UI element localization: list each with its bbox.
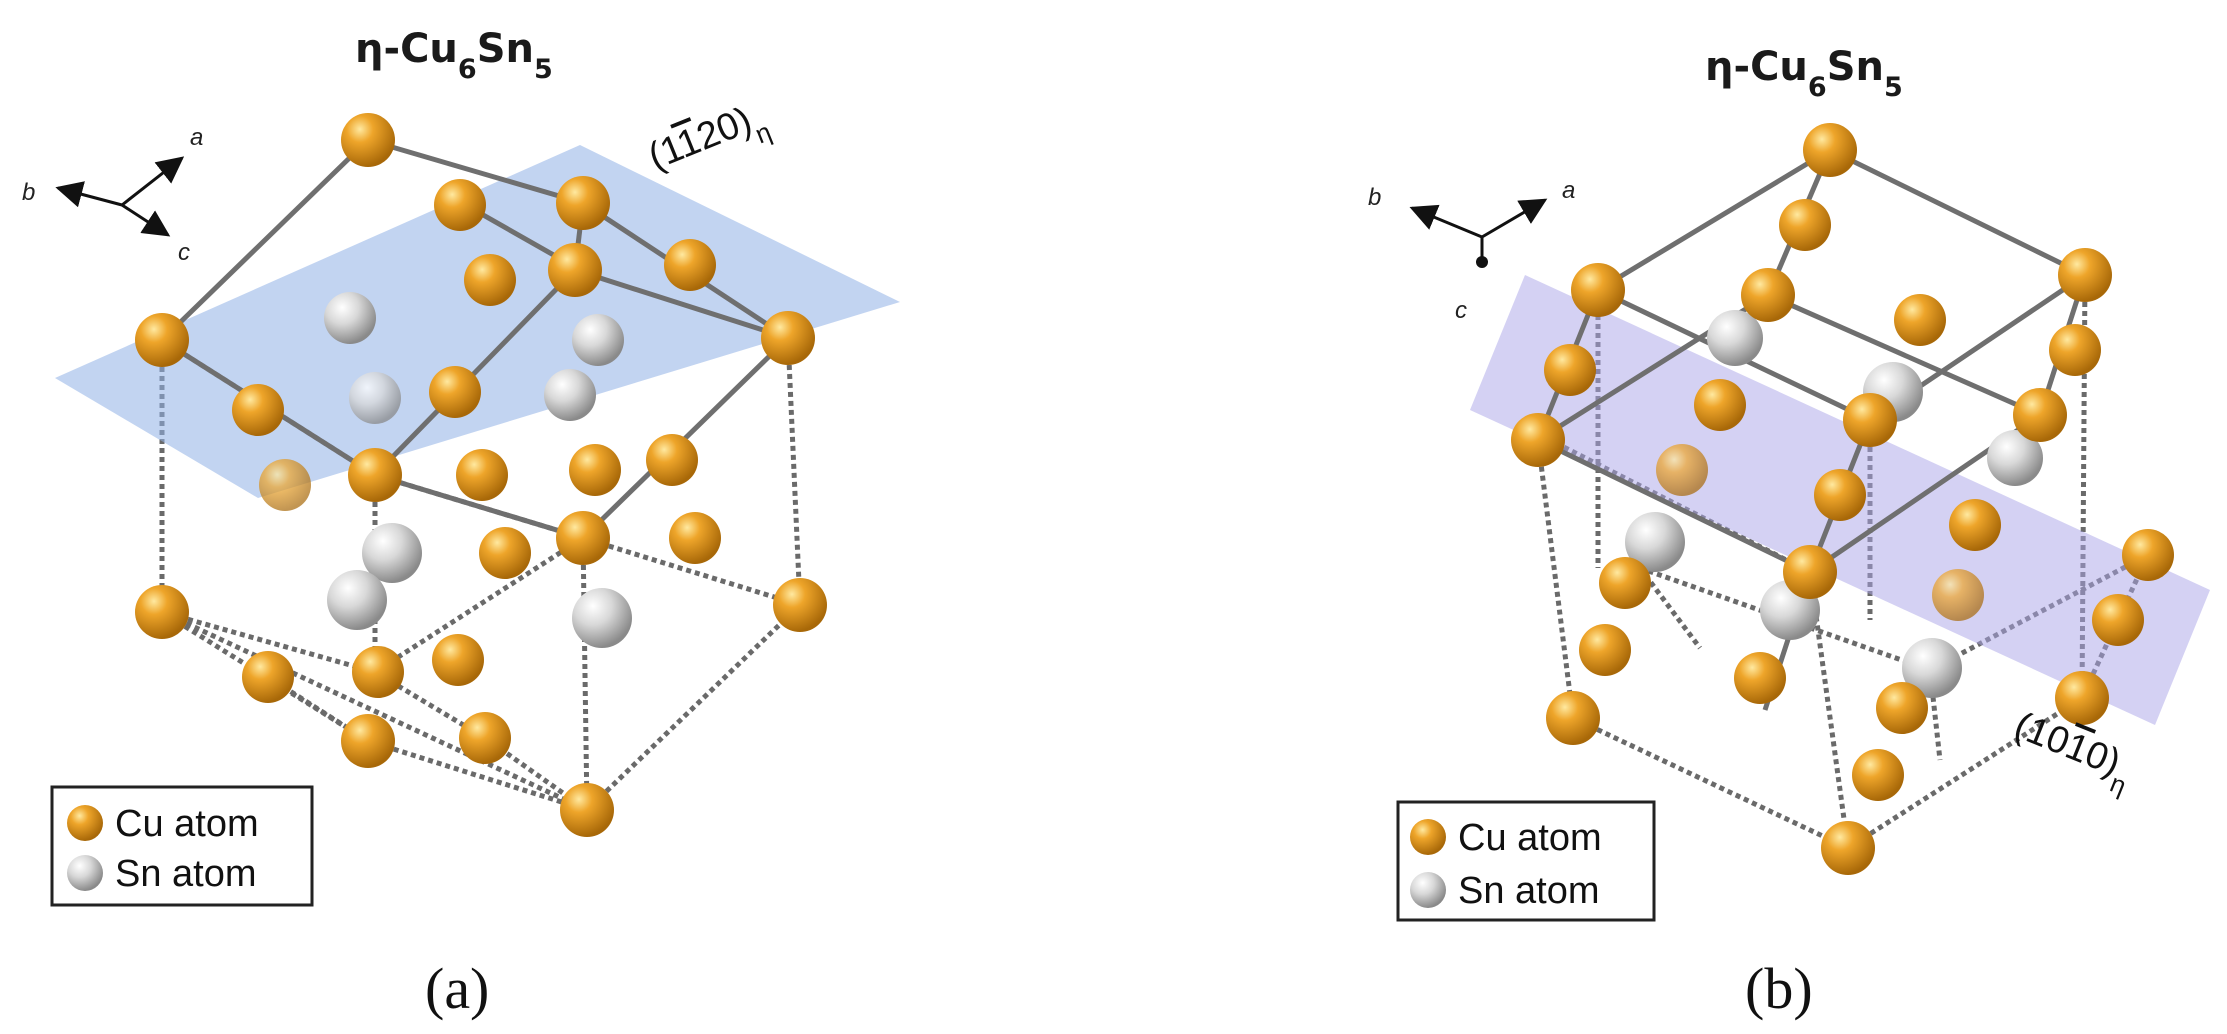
- panel-a-title: η-Cu6Sn5: [355, 26, 553, 85]
- panel-a-legend: Cu atom Sn atom: [50, 785, 314, 907]
- cu-atom: [1814, 469, 1866, 521]
- panel-b-axis-triad: a b c: [1368, 177, 1575, 324]
- sn-atom: [327, 570, 387, 630]
- panel-a-label: (a): [425, 956, 489, 1021]
- sn-atom: [324, 292, 376, 344]
- cu-atom: [1571, 263, 1625, 317]
- axis-c-label: c: [1455, 297, 1467, 324]
- cu-atom: [1843, 393, 1897, 447]
- panel-b-atoms: [1511, 123, 2174, 875]
- cu-atom: [556, 511, 610, 565]
- cu-atom: [429, 366, 481, 418]
- legend-sn-label: Sn atom: [115, 853, 257, 895]
- cu-atom: [560, 783, 614, 837]
- cu-atom: [1511, 413, 1565, 467]
- cu-atom: [1741, 268, 1795, 322]
- cu-atom: [1821, 821, 1875, 875]
- sn-atom: [362, 523, 422, 583]
- cu-atom: [1734, 652, 1786, 704]
- panel-b-label: (b): [1745, 956, 1813, 1021]
- cu-atom: [2013, 388, 2067, 442]
- panel-b-legend: Cu atom Sn atom: [1396, 800, 1656, 922]
- cu-atom: [1932, 569, 1984, 621]
- sn-atom: [1902, 638, 1962, 698]
- cu-atom: [1876, 682, 1928, 734]
- cu-atom: [352, 646, 404, 698]
- cu-atom: [348, 448, 402, 502]
- cu-atom: [459, 712, 511, 764]
- cu-atom: [135, 313, 189, 367]
- panel-a: η-Cu6Sn5 a b c: [22, 26, 900, 1021]
- sn-atom: [544, 369, 596, 421]
- cu-atom: [2055, 671, 2109, 725]
- cu-atom: [464, 254, 516, 306]
- cu-atom: [556, 176, 610, 230]
- panel-a-plane-label: (1120)η: [643, 94, 776, 190]
- cu-atom: [2122, 529, 2174, 581]
- panel-a-atoms: [135, 113, 827, 837]
- legend-cu-label: Cu atom: [1458, 817, 1602, 859]
- cu-atom: [1779, 199, 1831, 251]
- cu-atom: [1656, 444, 1708, 496]
- cu-atom: [1694, 379, 1746, 431]
- axis-b-label: b: [1368, 184, 1381, 211]
- legend-cu-swatch: [1410, 819, 1446, 855]
- cu-atom: [434, 179, 486, 231]
- cu-atom: [456, 449, 508, 501]
- cu-atom: [1544, 344, 1596, 396]
- legend-sn-swatch: [67, 855, 103, 891]
- cu-atom: [1783, 545, 1837, 599]
- legend-cu-label: Cu atom: [115, 803, 259, 845]
- sn-atom: [1707, 310, 1763, 366]
- cu-atom: [1599, 557, 1651, 609]
- cu-atom: [548, 243, 602, 297]
- cu-atom: [1949, 499, 2001, 551]
- cu-atom: [341, 113, 395, 167]
- cu-atom: [773, 578, 827, 632]
- cu-atom: [646, 434, 698, 486]
- axis-a-label: a: [1562, 177, 1575, 204]
- cu-atom: [1803, 123, 1857, 177]
- cu-atom: [569, 444, 621, 496]
- sn-atom: [572, 314, 624, 366]
- cu-atom: [2049, 324, 2101, 376]
- sn-atom: [572, 588, 632, 648]
- cu-atom: [664, 239, 716, 291]
- cu-atom: [2092, 594, 2144, 646]
- cu-atom: [1894, 294, 1946, 346]
- axis-a-label: a: [190, 124, 203, 151]
- axis-b-label: b: [22, 179, 35, 206]
- axis-c-label: c: [178, 239, 190, 266]
- cu-atom: [242, 651, 294, 703]
- cu-atom: [2058, 248, 2112, 302]
- panel-b: η-Cu6Sn5 a b c: [1368, 44, 2210, 1021]
- cu-atom: [479, 527, 531, 579]
- sn-atom: [349, 372, 401, 424]
- sn-atom: [1987, 430, 2043, 486]
- panel-b-title: η-Cu6Sn5: [1705, 44, 1903, 103]
- sn-atom: [1625, 512, 1685, 572]
- legend-sn-label: Sn atom: [1458, 870, 1600, 912]
- cu-atom: [1852, 749, 1904, 801]
- panel-a-axis-triad: a b c: [22, 124, 203, 266]
- cu-atom: [669, 512, 721, 564]
- legend-cu-swatch: [67, 805, 103, 841]
- cu-atom: [259, 459, 311, 511]
- cu-atom: [432, 634, 484, 686]
- cu-atom: [1579, 624, 1631, 676]
- cu-atom: [761, 311, 815, 365]
- cu-atom: [135, 585, 189, 639]
- cu-atom: [1546, 691, 1600, 745]
- cu-atom: [341, 714, 395, 768]
- cu-atom: [232, 384, 284, 436]
- legend-sn-swatch: [1410, 872, 1446, 908]
